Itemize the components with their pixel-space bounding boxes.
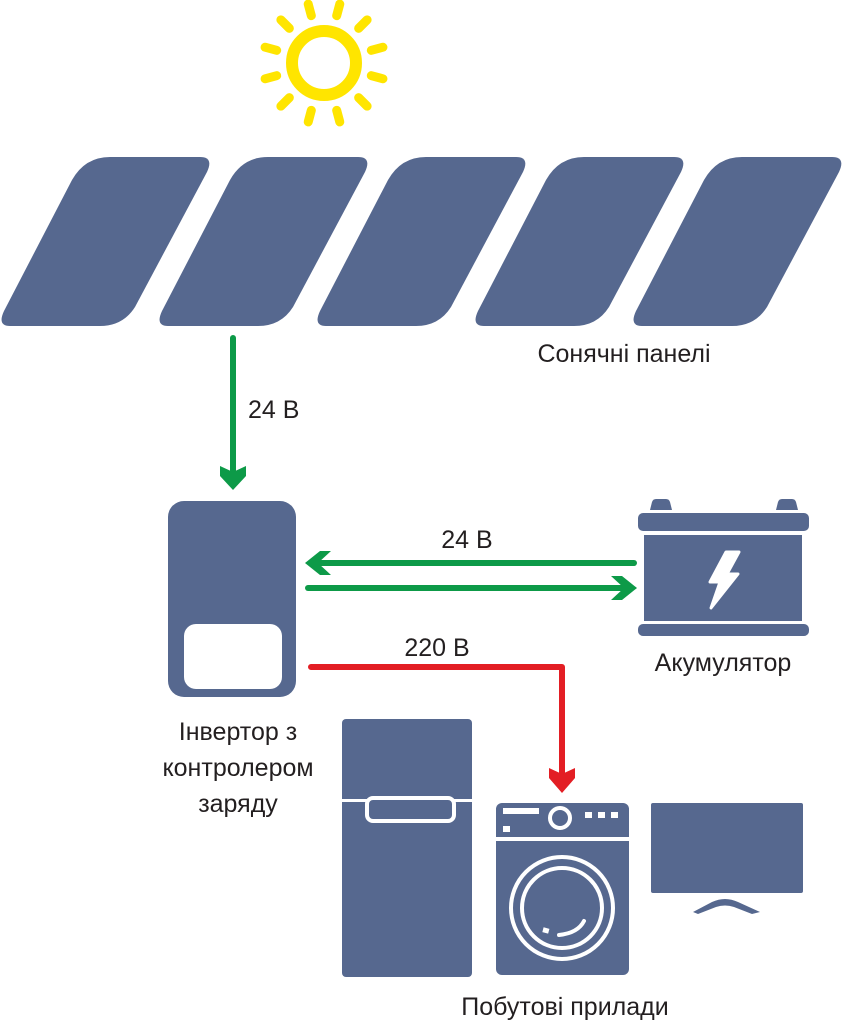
sun-ray: [354, 15, 372, 33]
sun-ray: [303, 105, 316, 127]
sun-ray: [260, 42, 282, 55]
panels-voltage-label: 24 В: [248, 396, 299, 424]
fridge-icon: [342, 719, 472, 977]
sun-ray: [332, 0, 345, 21]
sun-ray: [354, 93, 372, 111]
battery-icon: [638, 499, 809, 636]
solar-panel: [159, 157, 368, 326]
sun-disc: [286, 25, 362, 101]
inverter-label-line-1: Інвертор з: [179, 718, 297, 746]
solar-panel: [475, 157, 684, 326]
sun-ray: [366, 71, 388, 84]
sun-ray: [366, 42, 388, 55]
inverter-icon: [168, 501, 296, 697]
inverter-label-line-2: контролером: [162, 754, 313, 782]
arrow-inverter-to-appliances: [308, 664, 575, 793]
appliances-label: Побутові прилади: [461, 993, 668, 1021]
appliances-voltage-label: 220 В: [404, 634, 469, 662]
solar-panels-label: Сонячні панелі: [537, 340, 710, 368]
tv-icon: [651, 803, 803, 914]
sun-ray: [276, 93, 294, 111]
solar-panel: [633, 157, 842, 326]
solar-panels: [1, 157, 842, 326]
sun-ray: [276, 15, 294, 33]
washing-machine-icon: [496, 803, 629, 975]
arrow-panels-to-inverter: [220, 335, 246, 490]
sun-ray: [260, 71, 282, 84]
battery-label: Акумулятор: [655, 649, 792, 677]
solar-panel: [1, 157, 210, 326]
sun-icon: [260, 0, 388, 127]
solar-panel: [317, 157, 526, 326]
arrow-battery-to-inverter: [305, 551, 637, 575]
inverter-label-line-3: заряду: [198, 790, 278, 818]
battery-voltage-label: 24 В: [441, 526, 492, 554]
lightning-icon: [708, 550, 741, 610]
sun-ray: [332, 105, 345, 127]
sun-ray: [303, 0, 316, 21]
arrow-inverter-to-battery: [305, 576, 637, 600]
